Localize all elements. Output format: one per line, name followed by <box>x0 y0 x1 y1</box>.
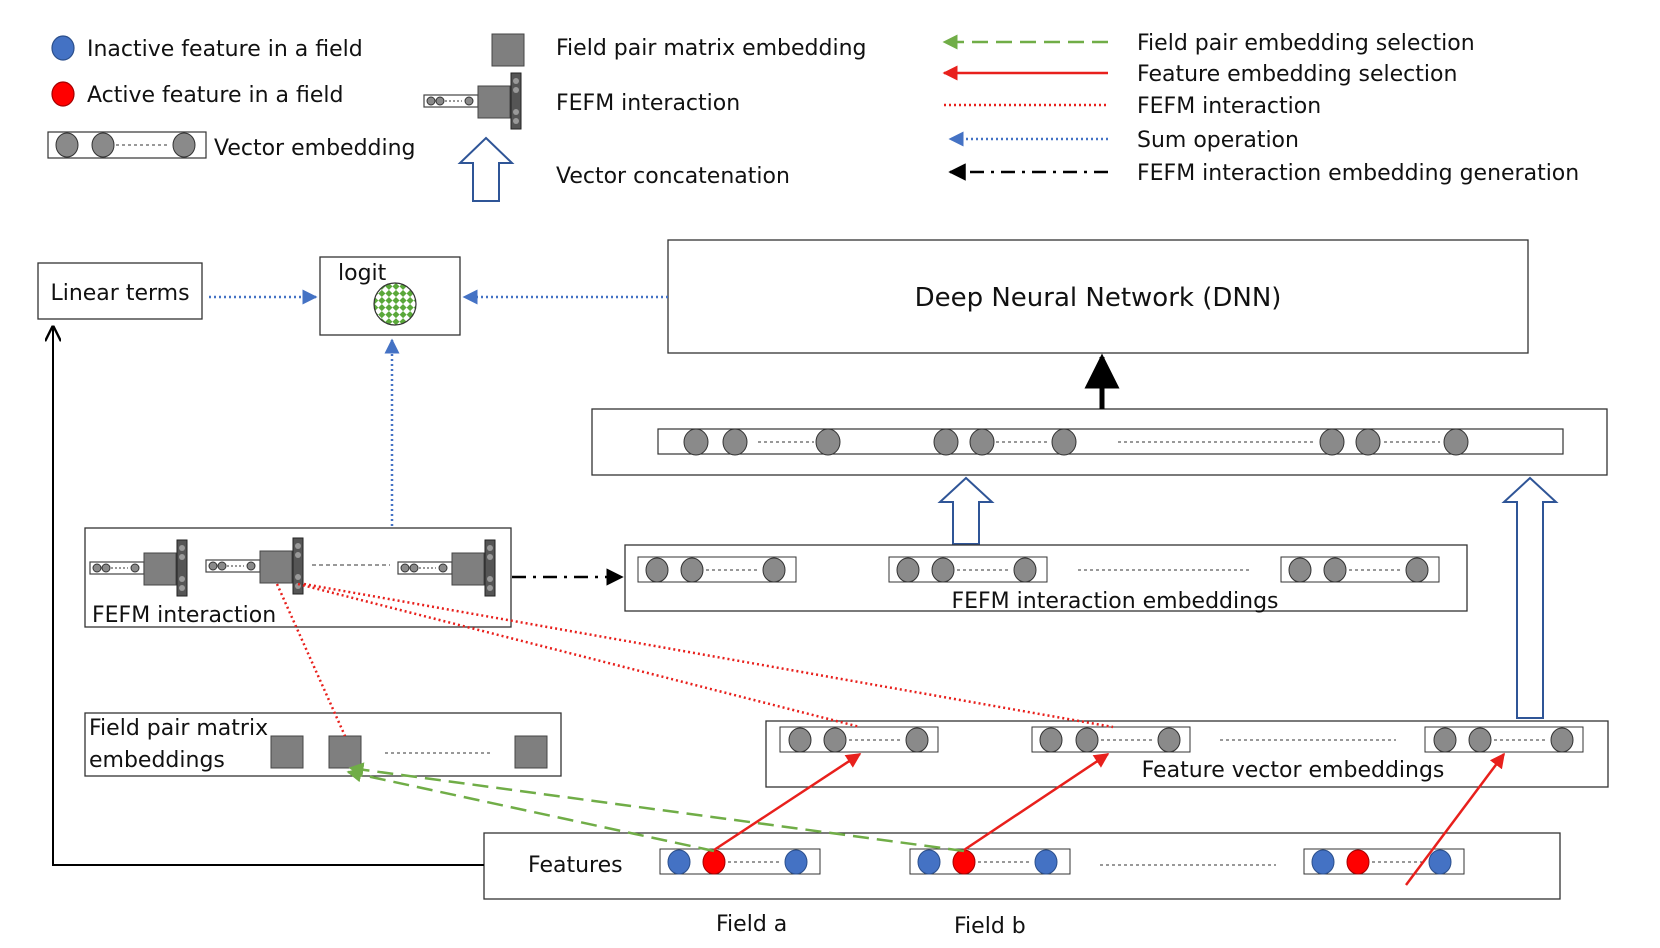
logit-label: logit <box>338 261 387 286</box>
fefm-interaction-embeddings-layer: FEFM interaction embeddings <box>624 544 1468 614</box>
concatenated-embedding-layer <box>591 408 1608 476</box>
logit-box: logit <box>319 256 461 336</box>
hollow-up-arrow-icon <box>457 136 515 202</box>
linear-terms-arrow <box>53 327 484 866</box>
green-dashed-arrow-a <box>346 767 715 853</box>
field-b-label: Field b <box>954 914 1026 939</box>
gray-square-icon <box>491 33 525 67</box>
legend-active-feature: Active feature in a field <box>87 83 343 108</box>
red-arrow-a <box>713 752 862 852</box>
green-dashed-arrow-b <box>348 762 965 853</box>
legend-fefm-interaction: FEFM interaction <box>556 91 740 116</box>
features-label: Features <box>528 853 623 878</box>
vector-embedding-icon <box>47 131 207 159</box>
concat-arrow-right <box>1501 476 1559 719</box>
feature-vector-embeddings-label: Feature vector embeddings <box>1142 758 1445 783</box>
dnn-box: Deep Neural Network (DNN) <box>667 239 1529 354</box>
red-dotted-line-vector-a <box>297 582 861 729</box>
field-a-label: Field a <box>716 912 787 937</box>
legend-inactive-feature: Inactive feature in a field <box>87 37 363 62</box>
fefm-embeddings-label: FEFM interaction embeddings <box>951 589 1278 614</box>
fefm-interaction-label: FEFM interaction <box>92 603 276 628</box>
field-pair-matrix-box: Field pair matrix embeddings <box>84 712 562 777</box>
legend-field-pair-selection: Field pair embedding selection <box>1137 31 1475 56</box>
legend-vector-embedding: Vector embedding <box>214 136 416 161</box>
linear-terms-label: Linear terms <box>50 281 189 306</box>
features-box: Features <box>483 832 1561 900</box>
concat-arrow-left <box>937 476 995 545</box>
vector-matrix-vector-icon <box>423 72 522 130</box>
legend-fefm-interaction-line: FEFM interaction <box>1137 94 1321 119</box>
legend-embedding-generation: FEFM interaction embedding generation <box>1137 161 1579 186</box>
legend-sum-operation: Sum operation <box>1137 128 1299 153</box>
field-pair-matrix-label-line2: embeddings <box>89 748 225 773</box>
checkered-ball-icon <box>373 282 417 326</box>
legend-field-pair-matrix: Field pair matrix embedding <box>556 36 867 61</box>
red-arrow-c <box>1404 752 1506 886</box>
linear-terms-box: Linear terms <box>37 262 203 320</box>
red-arrow-b <box>963 752 1110 852</box>
legend-vector-concatenation: Vector concatenation <box>556 164 790 189</box>
fefm-interaction-box: FEFM interaction <box>84 527 512 628</box>
legend: Inactive feature in a field Active featu… <box>47 31 1579 202</box>
field-pair-matrix-label-line1: Field pair matrix <box>89 716 268 741</box>
inactive-feature-icon <box>51 35 75 61</box>
feature-vector-embeddings-layer: Feature vector embeddings <box>765 720 1609 788</box>
dnn-label: Deep Neural Network (DNN) <box>915 283 1282 313</box>
red-dotted-line-vector-b <box>303 582 1114 729</box>
active-feature-icon <box>51 81 75 107</box>
legend-feature-embedding-selection: Feature embedding selection <box>1137 62 1457 87</box>
